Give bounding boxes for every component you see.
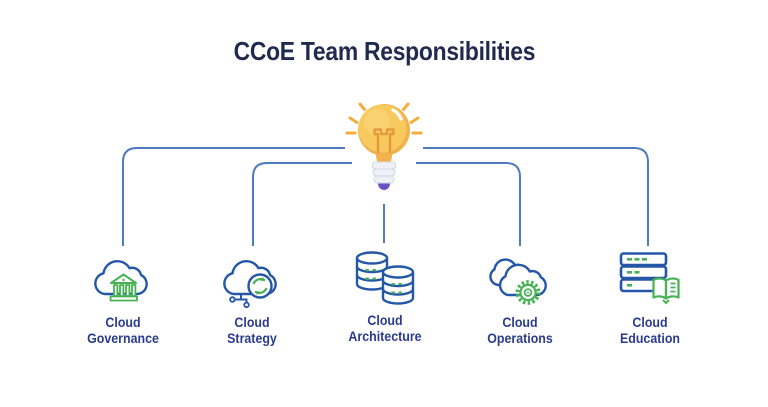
lightbulb-idea-icon <box>345 102 423 190</box>
bulb-screw-base <box>371 161 397 184</box>
responsibility-item-education: Cloud Education <box>590 250 710 347</box>
item-label-operations: Cloud Operations <box>487 315 553 347</box>
server-book-icon <box>619 252 680 305</box>
item-label-governance: Cloud Governance <box>87 315 159 347</box>
item-label-strategy: Cloud Strategy <box>227 315 277 347</box>
responsibility-item-operations: Cloud Operations <box>460 250 580 347</box>
item-label-architecture: Cloud Architecture <box>348 313 422 345</box>
responsibility-item-governance: Cloud Governance <box>63 250 183 347</box>
connector-operations <box>416 162 521 246</box>
bulb-filament <box>373 128 395 155</box>
cloud-bank-icon <box>94 259 148 302</box>
bulb-tip <box>378 183 390 190</box>
responsibility-item-architecture: Cloud Architecture <box>325 248 445 345</box>
bulb-rays <box>345 102 423 135</box>
item-label-education: Cloud Education <box>619 315 681 347</box>
database-stack-icon <box>355 251 415 305</box>
clouds-gear-icon <box>489 258 547 305</box>
responsibility-item-strategy: Cloud Strategy <box>192 250 312 347</box>
connector-education <box>423 147 649 246</box>
page-title: CCoE Team Responsibilities <box>0 36 768 67</box>
page-title-text: CCoE Team Responsibilities <box>233 36 535 66</box>
connector-strategy <box>252 162 352 246</box>
cloud-sync-network-icon <box>223 259 277 308</box>
connector-governance <box>122 147 345 246</box>
